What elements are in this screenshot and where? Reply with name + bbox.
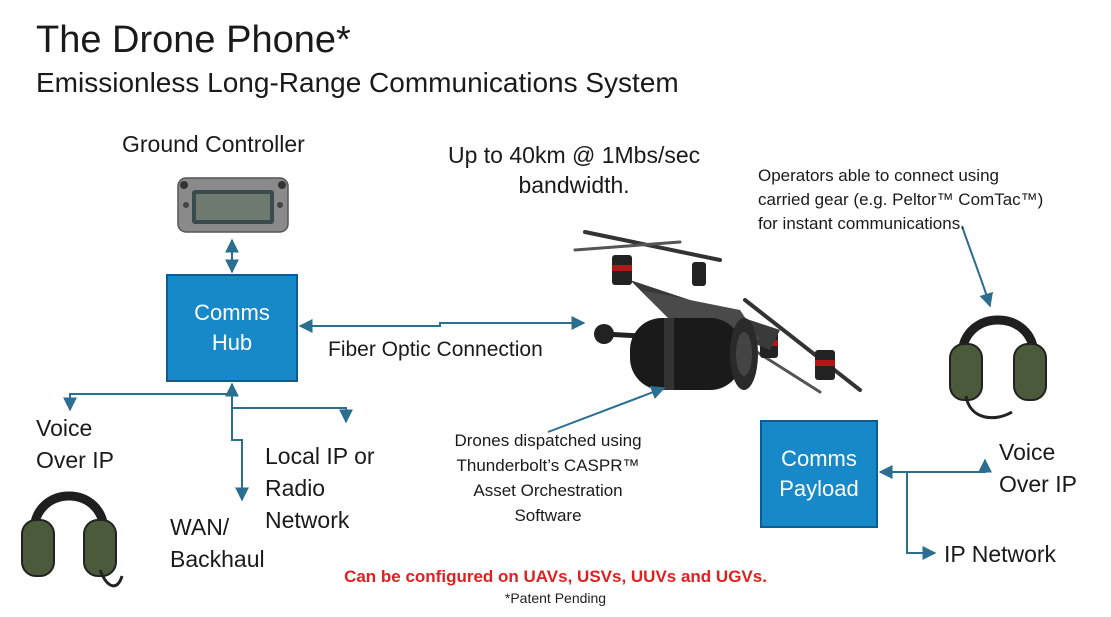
wan-line1: WAN/ xyxy=(170,514,230,540)
comms-hub-line2: Hub xyxy=(211,330,253,355)
voice-right-line1: Voice xyxy=(999,439,1056,465)
operators-pointer xyxy=(961,225,993,308)
voice-right-label: Voice Over IP xyxy=(999,436,1077,500)
wan-link xyxy=(231,410,249,502)
drones-line3: Asset Orchestration xyxy=(473,481,623,500)
fiber-optic-line xyxy=(298,316,586,333)
voice-left-line2: Over IP xyxy=(36,447,114,473)
voice-left-label: Voice Over IP xyxy=(36,412,114,476)
configuration-note: Can be configured on UAVs, USVs, UUVs an… xyxy=(344,567,767,586)
local-ip-label: Local IP or Radio Network xyxy=(265,440,375,536)
headset-left-icon xyxy=(21,491,124,588)
ip-network-link xyxy=(906,472,937,560)
local-ip-line1: Local IP or xyxy=(265,443,375,469)
operators-line1: Operators able to connect using xyxy=(758,166,999,185)
local-ip-link xyxy=(232,407,353,424)
patent-note: *Patent Pending xyxy=(504,590,607,606)
drones-line4: Software xyxy=(514,506,582,525)
drones-line1: Drones dispatched using xyxy=(454,431,642,450)
page-subtitle: Emissionless Long-Range Communications S… xyxy=(36,67,679,98)
headset-right-icon xyxy=(949,315,1047,420)
ground-controller-icon xyxy=(177,177,289,233)
drones-dispatch-pointer xyxy=(547,385,666,433)
local-ip-line2: Radio xyxy=(265,475,326,501)
comms-hub-line1: Comms xyxy=(194,300,270,325)
page-title: The Drone Phone* xyxy=(36,19,351,61)
operators-line2: carried gear (e.g. Peltor™ ComTac™) xyxy=(758,190,1044,209)
comms-payload-node: Comms Payload xyxy=(760,420,878,528)
comms-payload-line1: Comms xyxy=(781,446,857,471)
local-ip-line3: Network xyxy=(265,507,350,533)
comms-hub-node: Comms Hub xyxy=(166,274,298,382)
voice-right-link xyxy=(878,458,992,479)
drone-icon xyxy=(573,230,862,394)
operators-line3: for instant communications. xyxy=(758,214,965,233)
range-line2: bandwidth. xyxy=(518,172,630,198)
comms-payload-line2: Payload xyxy=(779,476,859,501)
range-label: Up to 40km @ 1Mbs/sec bandwidth. xyxy=(448,140,700,200)
drones-line2: Thunderbolt’s CASPR™ xyxy=(456,456,640,475)
voice-left-line1: Voice xyxy=(36,415,93,441)
fiber-optic-label: Fiber Optic Connection xyxy=(328,338,543,361)
wan-line2: Backhaul xyxy=(170,546,265,572)
ip-network-label: IP Network xyxy=(944,541,1057,567)
drones-dispatched-note: Drones dispatched using Thunderbolt’s CA… xyxy=(428,428,668,528)
wan-label: WAN/ Backhaul xyxy=(170,511,265,575)
voice-left-link xyxy=(63,393,232,412)
voice-right-line2: Over IP xyxy=(999,471,1077,497)
range-line1: Up to 40km @ 1Mbs/sec xyxy=(448,142,701,168)
operators-note: Operators able to connect using carried … xyxy=(758,164,1043,236)
ground-controller-label: Ground Controller xyxy=(122,131,305,157)
